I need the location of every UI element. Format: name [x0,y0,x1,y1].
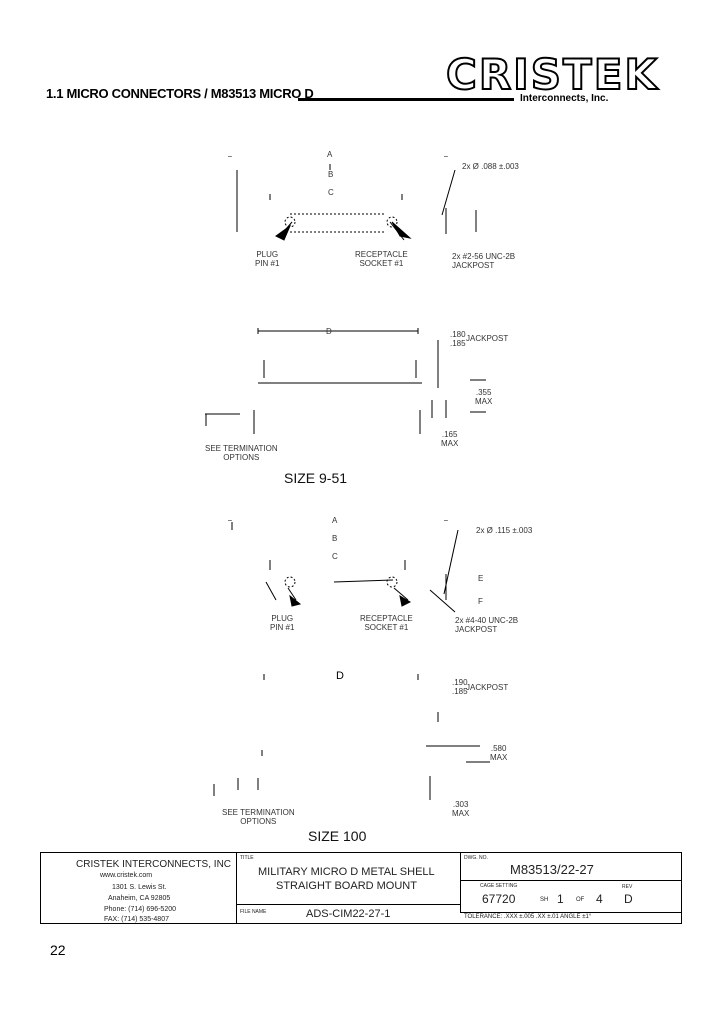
dim-a-label: A [332,516,338,525]
page-number: 22 [50,942,66,958]
title-block-divider [460,880,682,881]
company-city: Anaheim, CA 92805 [108,895,171,902]
jackpost-label: JACKPOST [466,683,509,692]
dim-f-label: F [478,597,483,606]
rev-label: REV [622,884,633,890]
cage-code-label: CAGE SETTING [480,883,518,889]
dim-a-label: A [327,150,333,159]
svg-text:–: – [228,153,232,160]
dim-c-label: C [332,552,338,561]
receptacle-socket-label: RECEPTACLE SOCKET #1 [355,250,408,268]
header-rule [298,98,514,101]
company-name: CRISTEK INTERCONNECTS, INC [76,859,232,870]
title-block [40,852,682,924]
termination-note: SEE TERMINATION OPTIONS [222,808,295,826]
plug-pin-label: PLUG PIN #1 [255,250,280,268]
dim-d-label: D [336,670,344,682]
svg-text:–: – [228,517,232,524]
jackpost-dimension: .190 .185 [452,678,468,696]
title-field-label: TITLE [240,855,254,861]
hole-note: 2x Ø .088 ±.003 [462,162,519,171]
size-label-9-51: SIZE 9-51 [284,470,348,486]
company-fax: FAX: (714) 535-4807 [104,916,169,923]
dim-c-label: C [328,188,334,197]
company-website: www.cristek.com [100,872,153,879]
pin-length-dimension: .303 MAX [452,800,470,818]
title-block-divider [460,912,682,913]
drawing-title-line2: STRAIGHT BOARD MOUNT [276,880,417,892]
drawing-title-line1: MILITARY MICRO D METAL SHELL [258,866,435,878]
svg-text:–: – [444,153,448,160]
dim-b-label: B [332,534,338,543]
jackpost-label: JACKPOST [466,334,509,343]
revision: D [624,892,633,906]
max-height-dimension: .355 MAX [475,388,493,406]
dwg-no-label: DWG. NO. [464,855,488,861]
jackpost-note: 2x #4-40 UNC-2B JACKPOST [455,616,519,634]
sheet-label: SH [540,897,549,903]
size-label-100: SIZE 100 [308,828,367,844]
max-height-dimension: .580 MAX [490,744,508,762]
receptacle-socket-label: RECEPTACLE SOCKET #1 [360,614,413,632]
company-phone: Phone: (714) 696-5200 [104,906,176,913]
page-title: 1.1 MICRO CONNECTORS / M83513 MICRO D [46,86,314,101]
cristek-logo: CRISTEK [445,50,659,99]
total-sheets: 4 [596,892,603,906]
hole-note: 2x Ø .115 ±.003 [476,526,533,535]
jackpost-dimension: .180 .185 [450,330,466,348]
of-label: OF [576,897,585,903]
termination-note: SEE TERMINATION OPTIONS [205,444,278,462]
file-name: ADS-CIM22-27-1 [306,908,391,920]
logo-subtitle: Interconnects, Inc. [520,93,609,104]
cage-code: 67720 [482,892,516,906]
dim-e-label: E [478,574,484,583]
company-address: 1301 S. Lewis St. [112,884,167,891]
file-name-label: FILE NAME [240,909,267,915]
title-block-divider [236,852,237,924]
svg-text:–: – [444,517,448,524]
title-block-divider [236,904,460,905]
jackpost-note: 2x #2-56 UNC-2B JACKPOST [452,252,516,270]
title-block-divider [460,852,461,912]
dim-d-label: D [326,327,332,336]
tolerance-note: TOLERANCE: .XXX ±.005 .XX ±.01 ANGLE ±1° [464,914,592,920]
pin-length-dimension: .165 MAX [441,430,459,448]
dim-b-label: B [328,170,334,179]
drawing-number: M83513/22-27 [510,862,594,877]
plug-pin-label: PLUG PIN #1 [270,614,295,632]
sheet-number: 1 [557,892,564,906]
